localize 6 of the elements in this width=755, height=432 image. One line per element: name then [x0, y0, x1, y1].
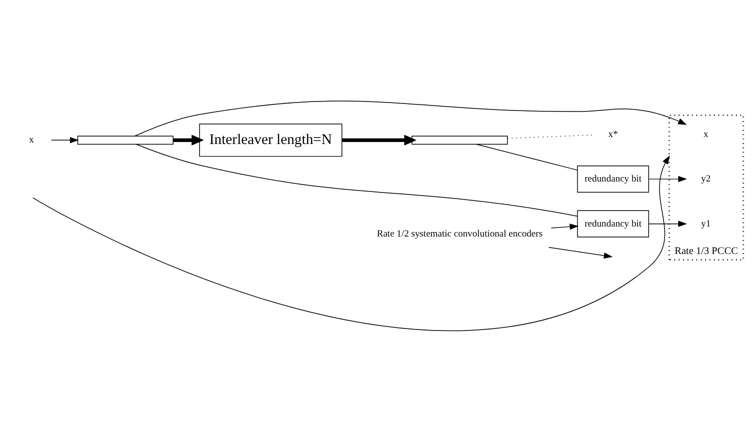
node-text: y2: [701, 174, 711, 185]
node-text: Rate 1/2 systematic convolutional encoders: [376, 228, 543, 240]
node-text: x: [704, 128, 708, 140]
node-text: x: [29, 134, 34, 146]
node-text: x*: [608, 128, 618, 140]
node-text: y1: [701, 218, 711, 230]
